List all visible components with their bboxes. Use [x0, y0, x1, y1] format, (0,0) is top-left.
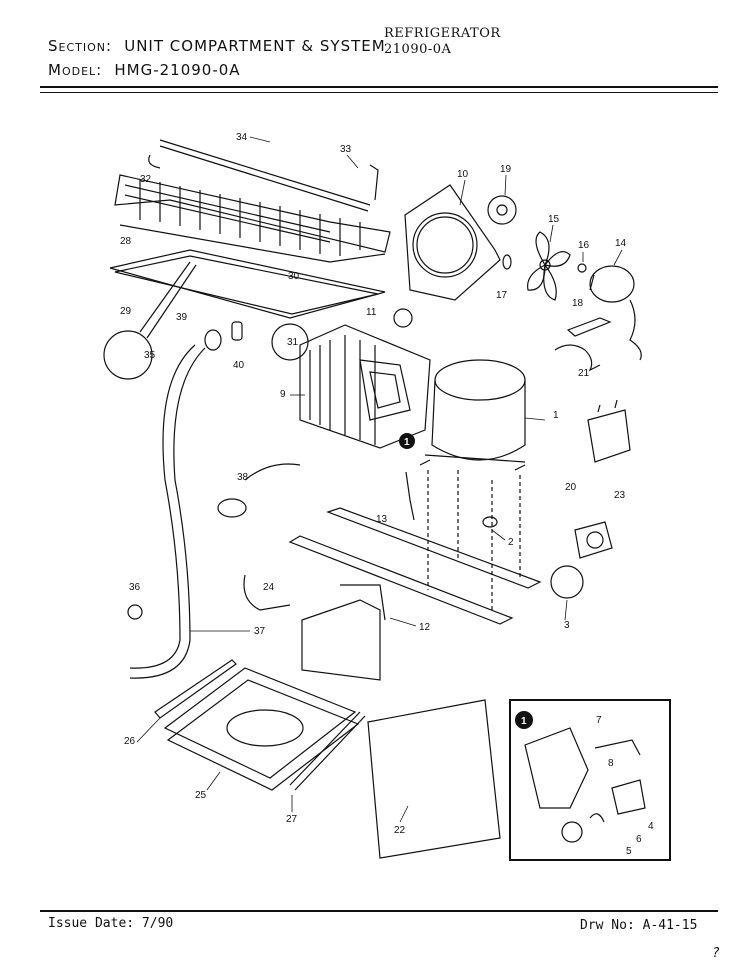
part-nut: [577, 263, 587, 273]
callout-29: 29: [120, 306, 132, 317]
callout-40: 40: [233, 360, 245, 371]
product-code: 21090-0A: [384, 42, 452, 57]
callout-32: 32: [140, 174, 152, 185]
callout-7: 7: [596, 715, 602, 726]
part-tube-top: [148, 139, 379, 212]
part-grommet: [393, 308, 413, 328]
corner-mark: ?: [712, 946, 720, 961]
model-value: HMG-21090-0A: [114, 61, 241, 79]
inset-marker-box: [515, 711, 533, 729]
callout-6: 6: [636, 834, 642, 845]
callout-27: 27: [286, 814, 298, 825]
part-compressor: [419, 359, 526, 471]
footer-rule: [40, 910, 718, 912]
callout-3: 3: [564, 620, 570, 631]
callout-17: 17: [496, 290, 508, 301]
leader-lines: [136, 136, 623, 823]
part-detail-31: [271, 323, 309, 361]
part-fitting: [127, 604, 143, 620]
callout-1: 1: [553, 410, 559, 421]
callout-8: 8: [608, 758, 614, 769]
part-condenser: [114, 174, 391, 263]
mount-guides: [427, 470, 521, 610]
part-clamp: [217, 498, 247, 518]
part-fan-motor: [589, 265, 642, 361]
inset-marker-main: [399, 433, 415, 449]
callout-15: 15: [548, 214, 560, 225]
part-wire-harness: [554, 344, 601, 372]
inset-marker-main-label: 1: [404, 437, 410, 448]
part-fan-shroud: [404, 184, 501, 301]
callouts: 34 33 32 10 19 28 15 16 14 30 17 29 18 3…: [120, 132, 654, 857]
callout-34: 34: [236, 132, 248, 143]
part-drier: [405, 471, 415, 521]
inset-box: [509, 699, 671, 861]
header-rule-bottom: [40, 92, 718, 93]
part-detail-35: [103, 330, 153, 380]
callout-19: 19: [500, 164, 512, 175]
section-label: Section:: [48, 37, 113, 55]
callout-38: 38: [237, 472, 249, 483]
callout-28: 28: [120, 236, 132, 247]
part-plate: [109, 249, 386, 319]
part-rails: [288, 507, 542, 681]
model-line: Model: HMG-21090-0A: [48, 60, 241, 79]
callout-9: 9: [280, 389, 286, 400]
callout-20: 20: [565, 482, 577, 493]
callout-26: 26: [124, 736, 136, 747]
part-overload: [574, 521, 613, 559]
drawing-number: Drw No: A-41-15: [580, 918, 698, 933]
callout-16: 16: [578, 240, 590, 251]
product-name: REFRIGERATOR: [384, 26, 501, 41]
part-fan-blade: [527, 231, 571, 301]
callout-24: 24: [263, 582, 275, 593]
part-mount-detail: [550, 565, 584, 599]
part-drain-tube: [129, 344, 206, 679]
callout-31: 31: [287, 337, 299, 348]
part-relay: [587, 399, 631, 463]
part-power-cord: [243, 463, 301, 611]
part-condenser-block: [299, 324, 431, 449]
part-pan-bracket: [154, 659, 237, 719]
part-grommet-39: [204, 329, 222, 351]
inset-parts: [524, 727, 646, 843]
callout-18: 18: [572, 298, 584, 309]
callout-36: 36: [129, 582, 141, 593]
callout-10: 10: [457, 169, 469, 180]
part-access-cover: [367, 699, 501, 859]
callout-37: 37: [254, 626, 266, 637]
part-mounting-grommet: [482, 516, 498, 528]
callout-21: 21: [578, 368, 590, 379]
callout-11: 11: [366, 307, 377, 318]
callout-13: 13: [376, 514, 388, 525]
header-rule-top: [40, 86, 718, 88]
part-motor-bracket: [566, 317, 612, 337]
part-clip: [502, 254, 512, 270]
callout-5: 5: [626, 846, 632, 857]
callout-14: 14: [615, 238, 627, 249]
callout-23: 23: [614, 490, 626, 501]
callout-39: 39: [176, 312, 188, 323]
callout-33: 33: [340, 144, 352, 155]
part-bracket-40: [231, 321, 243, 341]
section-line: Section: UNIT COMPARTMENT & SYSTEM: [48, 36, 386, 55]
callout-35: 35: [144, 350, 156, 361]
model-label: Model:: [48, 61, 103, 79]
callout-2: 2: [508, 537, 514, 548]
callout-30: 30: [288, 271, 300, 282]
issue-date: Issue Date: 7/90: [48, 916, 174, 931]
callout-12: 12: [419, 622, 431, 633]
part-heater: [289, 711, 366, 791]
callout-4: 4: [648, 821, 654, 832]
callout-22: 22: [394, 825, 406, 836]
inset-marker-box-label: 1: [521, 716, 527, 727]
part-fan-hub: [487, 195, 517, 225]
callout-25: 25: [195, 790, 207, 801]
section-value: UNIT COMPARTMENT & SYSTEM: [124, 37, 386, 55]
